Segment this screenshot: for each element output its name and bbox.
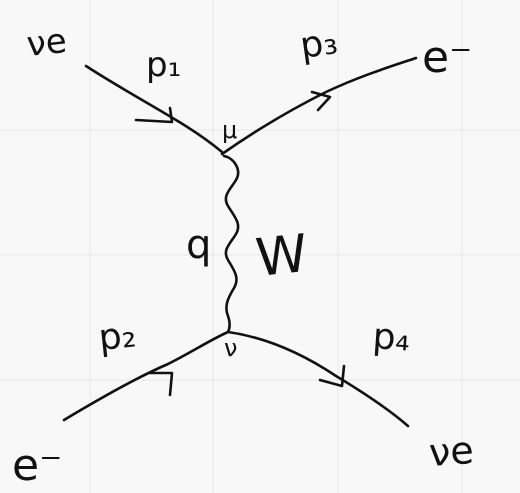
label-bottom-right-particle: νe	[428, 428, 476, 475]
label-bottom-left-particle: e⁻	[12, 440, 62, 491]
w-boson-propagator	[222, 154, 240, 334]
outgoing-electron-arrow	[310, 90, 332, 112]
label-boson: W	[253, 224, 310, 289]
label-top-right-particle: e⁻	[422, 32, 472, 83]
outgoing-neutrino-arrow	[318, 364, 346, 388]
label-propagator-momentum: q	[186, 222, 211, 268]
incoming-neutrino-arrow	[134, 106, 174, 124]
label-vertex-bottom: ν	[224, 334, 237, 362]
label-momentum-p1: p₁	[146, 45, 181, 85]
incoming-electron-line	[62, 330, 230, 422]
outgoing-electron-line	[220, 56, 418, 156]
label-momentum-p3: p₃	[298, 21, 341, 67]
label-vertex-top: μ	[222, 116, 237, 144]
outgoing-neutrino-line	[226, 330, 410, 428]
label-top-left-particle: νe	[25, 21, 69, 65]
incoming-electron-arrow	[148, 371, 174, 397]
label-momentum-p2: p₂	[97, 314, 138, 359]
label-momentum-p4: p₄	[371, 316, 411, 360]
